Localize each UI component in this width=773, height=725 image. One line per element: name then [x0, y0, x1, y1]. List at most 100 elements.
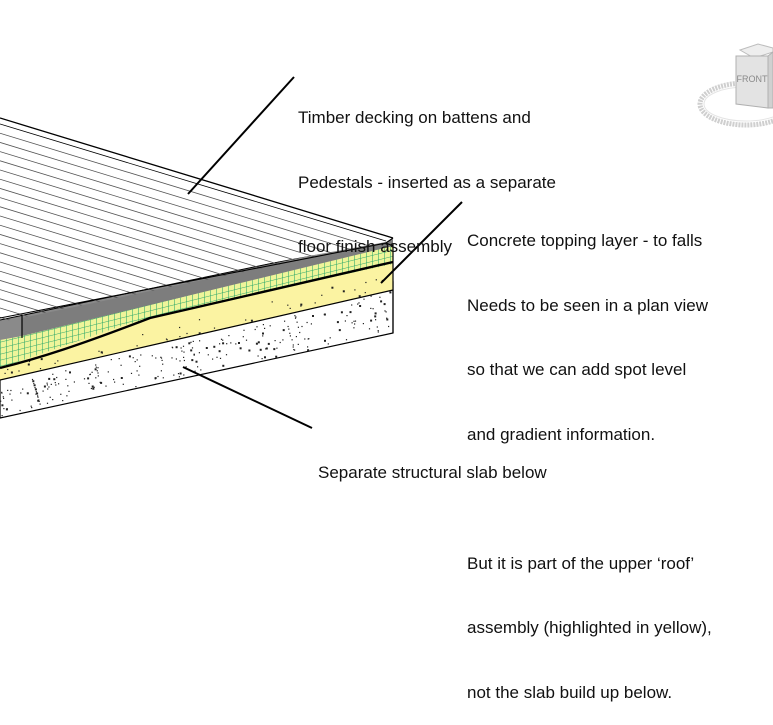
- speckle-dot: [183, 351, 185, 353]
- speckle-dot: [93, 386, 95, 388]
- speckle-dot: [87, 377, 90, 380]
- speckle-dot: [239, 347, 242, 350]
- speckle-dot: [183, 356, 185, 358]
- speckle-dot: [384, 310, 386, 312]
- speckle-dot: [37, 396, 39, 398]
- speckle-dot: [291, 339, 293, 341]
- speckle-dot: [235, 343, 237, 345]
- speckle-dot: [22, 388, 24, 390]
- speckle-dot: [140, 354, 142, 356]
- speckle-dot: [269, 325, 271, 327]
- speckle-dot: [46, 384, 48, 386]
- speckle-dot: [375, 319, 377, 321]
- speckle-dot: [0, 400, 2, 402]
- speckle-dot: [389, 291, 392, 294]
- speckle-dot: [282, 329, 285, 332]
- speckle-dot: [50, 383, 52, 385]
- speckle-dot: [160, 356, 162, 358]
- speckle-dot: [65, 378, 67, 380]
- speckle-dot: [207, 354, 209, 356]
- speckle-dot: [254, 328, 256, 331]
- speckle-dot: [52, 373, 54, 375]
- speckle-dot: [199, 340, 201, 342]
- speckle-dot: [200, 369, 202, 371]
- speckle-dot: [171, 357, 173, 359]
- speckle-dot: [42, 390, 44, 392]
- speckle-dot: [372, 308, 374, 310]
- speckle-dot: [358, 295, 361, 298]
- speckle-dot: [114, 381, 116, 383]
- speckle-dot: [66, 395, 68, 397]
- speckle-dot: [190, 349, 193, 352]
- speckle-dot: [245, 319, 247, 321]
- speckle-dot: [190, 341, 192, 343]
- viewcube-right-face[interactable]: [767, 51, 773, 109]
- speckle-dot: [134, 361, 136, 363]
- assembly-section-drawing: [0, 76, 463, 429]
- speckle-dot: [179, 372, 182, 375]
- speckle-dot: [73, 381, 75, 383]
- speckle-dot: [19, 409, 21, 412]
- speckle-dot: [197, 366, 199, 368]
- decking-annotation-line: floor finish assembly: [298, 237, 453, 256]
- decking-annotation-line: Pedestals - inserted as a separate: [298, 172, 556, 192]
- speckle-dot: [216, 356, 218, 358]
- speckle-dot: [323, 313, 325, 316]
- speckle-dot: [324, 339, 326, 342]
- speckle-dot: [345, 339, 348, 341]
- speckle-dot: [289, 307, 291, 309]
- speckle-dot: [287, 304, 289, 306]
- speckle-dot: [292, 346, 294, 348]
- speckle-dot: [265, 348, 267, 350]
- speckle-dot: [38, 399, 40, 401]
- speckle-dot: [342, 290, 345, 293]
- speckle-dot: [300, 303, 303, 306]
- speckle-dot: [33, 384, 36, 387]
- topping-annotation-line: and gradient information.: [467, 424, 656, 444]
- speckle-dot: [306, 321, 308, 324]
- speckle-dot: [205, 347, 208, 349]
- speckle-dot: [49, 396, 51, 398]
- speckle-dot: [94, 368, 97, 371]
- topping-annotation-line: Needs to be seen in a plan view: [467, 295, 708, 315]
- speckle-dot: [188, 342, 191, 345]
- speckle-dot: [122, 383, 124, 385]
- concrete-speckle-hatch: [0, 291, 392, 417]
- speckle-dot: [97, 372, 99, 374]
- speckle-dot: [60, 393, 62, 395]
- speckle-dot: [271, 301, 273, 303]
- speckle-dot: [38, 400, 40, 402]
- speckle-dot: [54, 382, 56, 384]
- speckle-dot: [267, 342, 270, 345]
- speckle-dot: [178, 376, 180, 378]
- speckle-dot: [155, 357, 157, 359]
- speckle-dot: [230, 342, 232, 344]
- speckle-dot: [248, 349, 251, 352]
- speckle-dot: [175, 346, 178, 349]
- speckle-dot: [83, 378, 86, 380]
- speckle-dot: [26, 392, 29, 395]
- speckle-dot: [289, 332, 291, 334]
- speckle-dot: [182, 345, 185, 347]
- speckle-dot: [307, 349, 310, 352]
- viewcube-front-label: FRONT: [737, 74, 768, 84]
- speckle-dot: [383, 303, 386, 306]
- speckle-dot: [151, 355, 153, 357]
- speckle-dot: [69, 371, 71, 374]
- speckle-dot: [288, 328, 290, 330]
- speckle-dot: [198, 352, 200, 354]
- speckle-dot: [377, 330, 379, 332]
- speckle-dot: [89, 373, 91, 375]
- speckle-dot: [161, 359, 163, 361]
- speckle-dot: [48, 377, 51, 380]
- speckle-dot: [314, 302, 316, 304]
- speckle-dot: [90, 387, 92, 390]
- speckle-dot: [222, 339, 224, 341]
- speckle-dot: [154, 377, 157, 380]
- speckle-dot: [95, 377, 97, 379]
- speckle-dot: [312, 315, 314, 317]
- speckle-dot: [138, 374, 140, 376]
- viewcube-navigation[interactable]: FRONT: [696, 38, 773, 138]
- speckle-dot: [257, 341, 260, 344]
- speckle-dot: [310, 323, 312, 325]
